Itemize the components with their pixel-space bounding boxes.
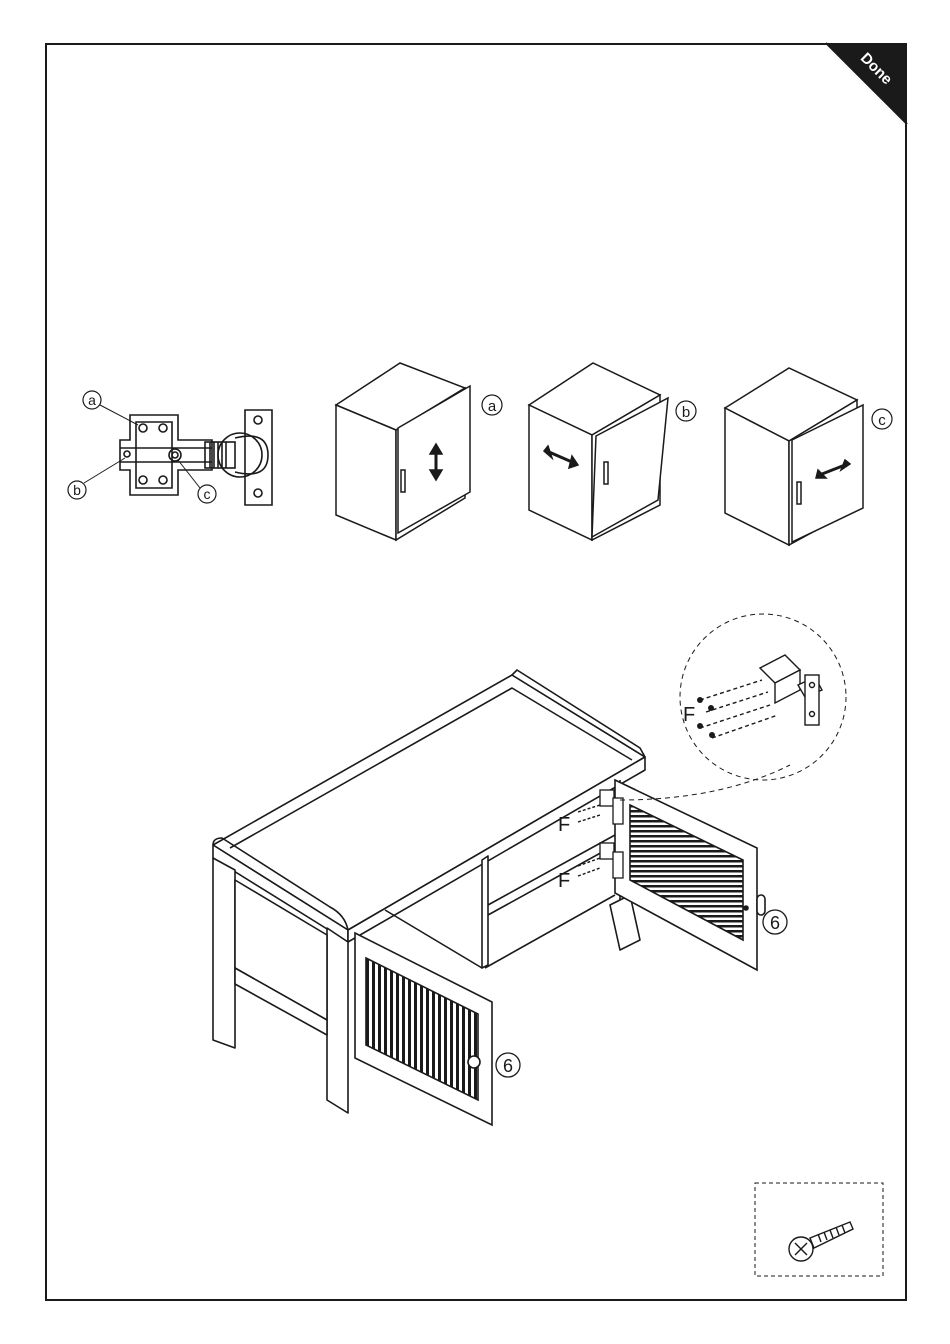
- fastener-label-detail: F: [683, 704, 695, 726]
- screw-indicators: [578, 805, 600, 876]
- adjust-label-b: b: [682, 404, 690, 421]
- hinge-diagram: [120, 410, 272, 505]
- done-corner-badge: Done: [826, 43, 907, 124]
- part-number-left: 6: [503, 1056, 513, 1076]
- hinge-callout-b: b: [68, 458, 125, 499]
- fastener-label-upper: F: [558, 814, 570, 836]
- fastener-label-lower: F: [558, 870, 570, 892]
- hinge-detail-zoom: [680, 614, 846, 780]
- hinge-label-b: b: [73, 482, 81, 498]
- adjust-label-a: a: [488, 398, 497, 415]
- part-number-right: 6: [770, 913, 780, 933]
- screw-legend: [755, 1183, 883, 1276]
- screw-icon: [789, 1222, 853, 1261]
- part-callout-left-door: 6: [496, 1053, 520, 1077]
- part-callout-right-door: 6: [763, 910, 787, 934]
- adjust-label-c: c: [878, 412, 886, 429]
- cabinet-adjust-a: [336, 363, 502, 540]
- hinge-label-c: c: [204, 486, 211, 502]
- hinge-label-a: a: [88, 392, 96, 408]
- cabinet-adjust-b: [529, 363, 696, 540]
- cabinet-adjust-c: [725, 368, 892, 545]
